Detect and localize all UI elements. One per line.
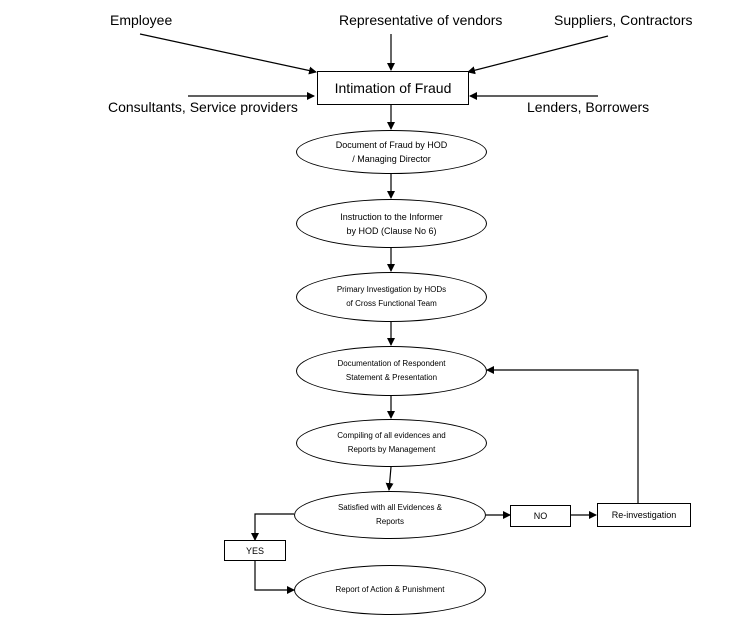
reinvestigation-label: Re-investigation [611,510,677,520]
intimation-box: Intimation of Fraud [317,71,469,105]
step-primary-line2: of Cross Functional Team [346,299,437,308]
source-lenders: Lenders, Borrowers [527,99,650,115]
step-documentation: Documentation of Respondent Statement & … [296,346,487,396]
arrow-employee [139,33,317,75]
step-satisfied-line2: Reports [375,517,404,526]
source-vendors: Representative of vendors [339,12,503,28]
arrow-to-report [254,561,295,594]
step-satisfied-line1: Satisfied with all Evidences & [337,503,443,512]
step-report-line1: Report of Action & Punishment [335,585,445,594]
step-documentation-line1: Documentation of Respondent [337,359,446,368]
step-instruction-line1: Instruction to the Informer [340,211,443,222]
source-suppliers: Suppliers, Contractors [554,12,693,28]
step-satisfied: Satisfied with all Evidences & Reports [294,491,486,539]
step-compiling-line2: Reports by Management [347,445,436,454]
arrow-reinvestigation-loop [486,366,639,503]
arrow-to-yes [251,513,294,541]
decision-no-box: NO [510,505,571,527]
arrow-suppliers [467,35,609,75]
decision-no-label: NO [533,511,548,521]
step-document-line2: / Managing Director [352,154,431,164]
source-employee: Employee [110,12,173,28]
reinvestigation-box: Re-investigation [597,503,691,527]
step-compiling-line1: Compiling of all evidences and [337,431,446,440]
step-document: Document of Fraud by HOD / Managing Dire… [296,130,487,174]
decision-yes-box: YES [224,540,286,561]
step-report: Report of Action & Punishment [294,565,486,615]
step-document-line1: Document of Fraud by HOD [335,140,448,150]
step-primary: Primary Investigation by HODs of Cross F… [296,272,487,322]
intimation-label: Intimation of Fraud [334,80,452,96]
decision-yes-label: YES [245,545,264,556]
arrow-to-satisfied [385,466,394,491]
step-compiling: Compiling of all evidences and Reports b… [296,419,487,467]
step-instruction-line2: by HOD (Clause No 6) [346,225,437,236]
step-primary-line1: Primary Investigation by HODs [336,285,447,294]
step-instruction: Instruction to the Informer by HOD (Clau… [296,199,487,248]
step-documentation-line2: Statement & Presentation [345,373,438,382]
source-consultants: Consultants, Service providers [108,99,298,115]
